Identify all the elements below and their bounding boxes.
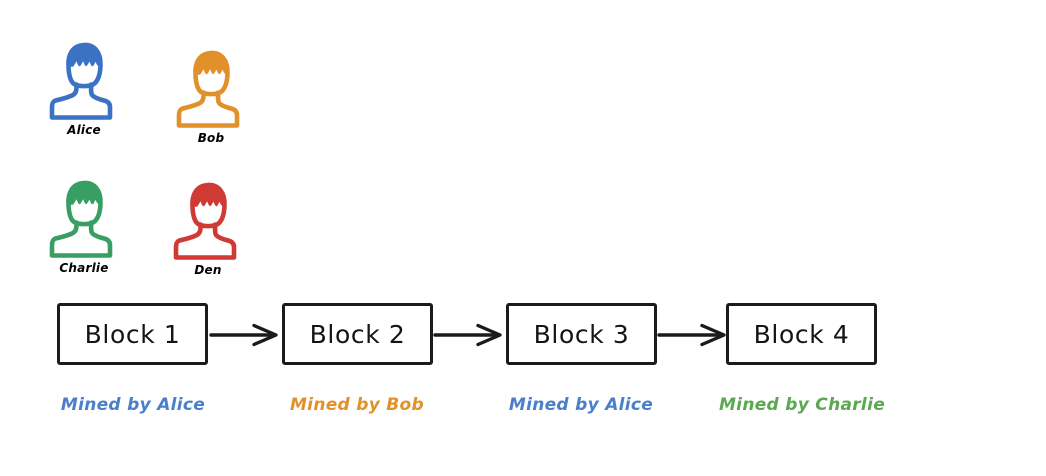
person-icon xyxy=(36,172,132,260)
blockchain-row: Block 1 Block 2 Block 3 xyxy=(0,303,1046,369)
block-caption-1: Mined by Alice xyxy=(60,395,206,415)
participant-den[interactable]: Den xyxy=(160,174,256,277)
arrow-right-icon xyxy=(657,323,731,347)
block-node-2[interactable]: Block 2 xyxy=(282,303,433,365)
block-label: Block 3 xyxy=(533,319,630,349)
block-node-1[interactable]: Block 1 xyxy=(57,303,208,365)
block-label: Block 1 xyxy=(84,319,181,349)
block-caption-3: Mined by Alice xyxy=(508,395,654,415)
block-label: Block 2 xyxy=(309,319,406,349)
person-icon xyxy=(36,34,132,122)
participant-alice[interactable]: Alice xyxy=(36,34,132,137)
participant-label: Charlie xyxy=(59,261,109,275)
arrow-right-icon xyxy=(209,323,283,347)
participant-charlie[interactable]: Charlie xyxy=(36,172,132,275)
block-node-4[interactable]: Block 4 xyxy=(726,303,877,365)
block-caption-2: Mined by Bob xyxy=(289,395,425,415)
participant-label: Bob xyxy=(197,131,225,145)
participant-label: Alice xyxy=(67,123,101,137)
person-icon xyxy=(163,42,259,130)
participant-bob[interactable]: Bob xyxy=(163,42,259,145)
arrow-right-icon xyxy=(433,323,507,347)
person-icon xyxy=(160,174,256,262)
block-caption-4: Mined by Charlie xyxy=(718,395,886,415)
block-label: Block 4 xyxy=(753,319,850,349)
participant-label: Den xyxy=(194,263,222,277)
block-node-3[interactable]: Block 3 xyxy=(506,303,657,365)
